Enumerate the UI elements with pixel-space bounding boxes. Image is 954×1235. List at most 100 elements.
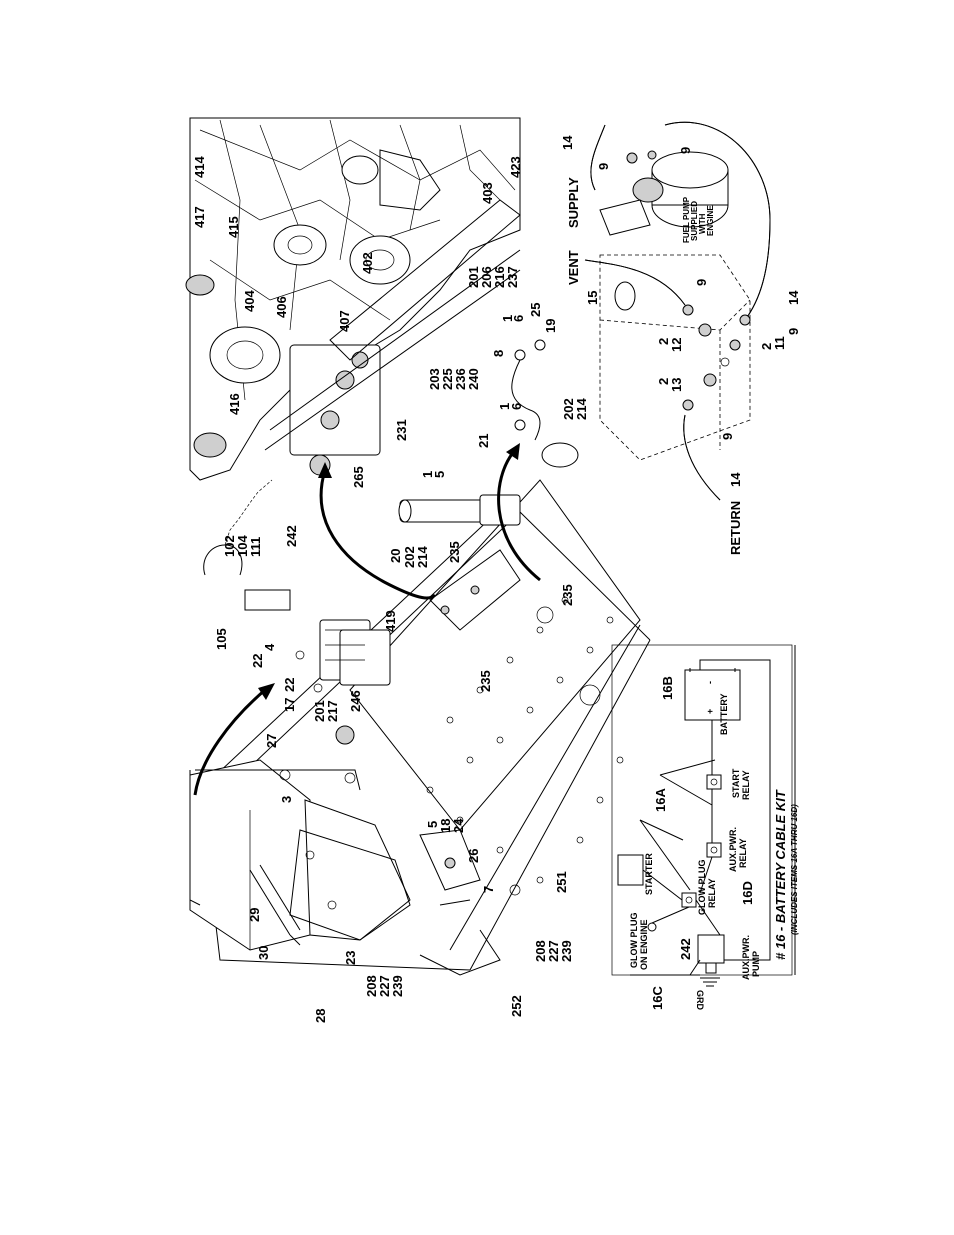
callout-402: 402 xyxy=(360,252,375,274)
callout-22a: 22 xyxy=(250,654,265,668)
callout-415: 415 xyxy=(226,216,241,238)
callout-239b: 239 xyxy=(559,940,574,962)
label-pump-note-2: SUPPLIED xyxy=(690,201,699,241)
callout-23: 23 xyxy=(343,951,358,965)
label-pump-note-3: WITH xyxy=(698,213,707,234)
callout-202a: 202 xyxy=(561,398,576,420)
battery-box xyxy=(189,759,501,976)
schematic-aux-pump-2: PUMP xyxy=(751,951,761,977)
callout-111: 111 xyxy=(248,537,263,557)
schematic-glow-relay-1: GLOW PLUG xyxy=(697,860,707,916)
callout-9a: 9 xyxy=(596,163,611,170)
callout-225: 225 xyxy=(440,368,455,390)
callout-246: 246 xyxy=(348,690,363,712)
callout-16C: 16C xyxy=(650,986,665,1010)
callout-406: 406 xyxy=(274,296,289,318)
shaft-assembly xyxy=(398,442,579,631)
callout-235b: 235 xyxy=(560,584,575,606)
callout-214a: 214 xyxy=(574,398,589,420)
callout-235a: 235 xyxy=(447,541,462,563)
callout-14c: 14 xyxy=(728,472,743,487)
callout-214b: 214 xyxy=(415,546,430,568)
schematic-glow-engine-1: GLOW PLUG xyxy=(629,913,639,969)
schematic-glow-engine-2: ON ENGINE xyxy=(639,919,649,970)
callout-7: 7 xyxy=(481,886,496,893)
enclosure-panel xyxy=(189,769,361,906)
callout-16B: 16B xyxy=(660,676,675,700)
callout-231: 231 xyxy=(394,419,409,441)
callout-16D: 16D xyxy=(740,881,755,905)
callout-30: 30 xyxy=(256,946,271,960)
callout-242a: 242 xyxy=(284,525,299,547)
callout-1a: 1 xyxy=(500,315,515,322)
callout-403: 403 xyxy=(480,182,495,204)
callout-407: 407 xyxy=(337,310,352,332)
callout-235c: 235 xyxy=(478,670,493,692)
schematic-start-relay-1: START xyxy=(731,768,741,798)
callout-15: 15 xyxy=(585,291,600,305)
callout-9d: 9 xyxy=(786,328,801,335)
battery-cable-schematic xyxy=(611,644,796,987)
connection-arrows xyxy=(193,443,541,796)
label-vent: VENT xyxy=(566,250,581,285)
callout-414: 414 xyxy=(192,156,207,178)
callout-216: 216 xyxy=(492,266,507,288)
callout-417: 417 xyxy=(192,206,207,228)
callout-201b: 201 xyxy=(312,700,327,722)
fuel-system xyxy=(584,121,771,501)
callout-423: 423 xyxy=(508,156,523,178)
callout-236: 236 xyxy=(453,368,468,390)
callout-5a: 5 xyxy=(432,471,447,478)
callout-239a: 239 xyxy=(390,975,405,997)
ground-cable xyxy=(511,339,546,441)
callout-2a: 2 xyxy=(656,338,671,345)
callout-6b: 6 xyxy=(509,403,524,410)
callout-251: 251 xyxy=(554,871,569,893)
schematic-aux-relay-2: RELAY xyxy=(738,838,748,868)
callout-9b: 9 xyxy=(678,147,693,154)
kit-title: # 16 - BATTERY CABLE KIT xyxy=(773,789,788,960)
callout-1b: 1 xyxy=(497,403,512,410)
schematic-aux-pump-1: AUX.PWR. xyxy=(741,935,751,980)
callout-22b: 22 xyxy=(282,678,297,692)
callout-24: 24 xyxy=(451,818,466,833)
callout-5b: 5 xyxy=(425,821,440,828)
callout-102: 102 xyxy=(222,535,237,557)
callout-201a: 201 xyxy=(466,266,481,288)
callout-9e: 9 xyxy=(720,433,735,440)
callout-27: 27 xyxy=(264,734,279,748)
callout-12: 12 xyxy=(669,338,684,352)
callout-208b: 208 xyxy=(533,940,548,962)
callout-208a: 208 xyxy=(364,975,379,997)
label-return: RETURN xyxy=(728,501,743,555)
callout-9c: 9 xyxy=(694,279,709,286)
callout-419: 419 xyxy=(383,610,398,632)
callout-26: 26 xyxy=(466,849,481,863)
callout-104: 104 xyxy=(235,535,250,557)
callout-202b: 202 xyxy=(402,546,417,568)
callout-242b: 242 xyxy=(678,938,693,960)
callout-13: 13 xyxy=(669,378,684,392)
callout-14a: 14 xyxy=(560,135,575,150)
callout-206: 206 xyxy=(479,266,494,288)
callout-227a: 227 xyxy=(377,975,392,997)
callout-6a: 6 xyxy=(511,315,526,322)
callout-240: 240 xyxy=(466,368,481,390)
schematic-battery: BATTERY xyxy=(719,694,729,736)
callout-404: 404 xyxy=(242,290,257,312)
callout-8: 8 xyxy=(491,350,506,357)
callout-1c: 1 xyxy=(420,471,435,478)
callout-18: 18 xyxy=(438,819,453,833)
callout-28: 28 xyxy=(313,1009,328,1023)
callout-25: 25 xyxy=(528,303,543,317)
callout-2b: 2 xyxy=(759,343,774,350)
regulator-assembly xyxy=(295,619,391,745)
callout-265: 265 xyxy=(351,466,366,488)
callout-21: 21 xyxy=(476,434,491,448)
callout-227b: 227 xyxy=(546,940,561,962)
kit-subtitle: (INCLUDES ITEMS 16A THRU 16D) xyxy=(790,804,799,935)
callout-17: 17 xyxy=(282,698,297,712)
callout-14b: 14 xyxy=(786,290,801,305)
